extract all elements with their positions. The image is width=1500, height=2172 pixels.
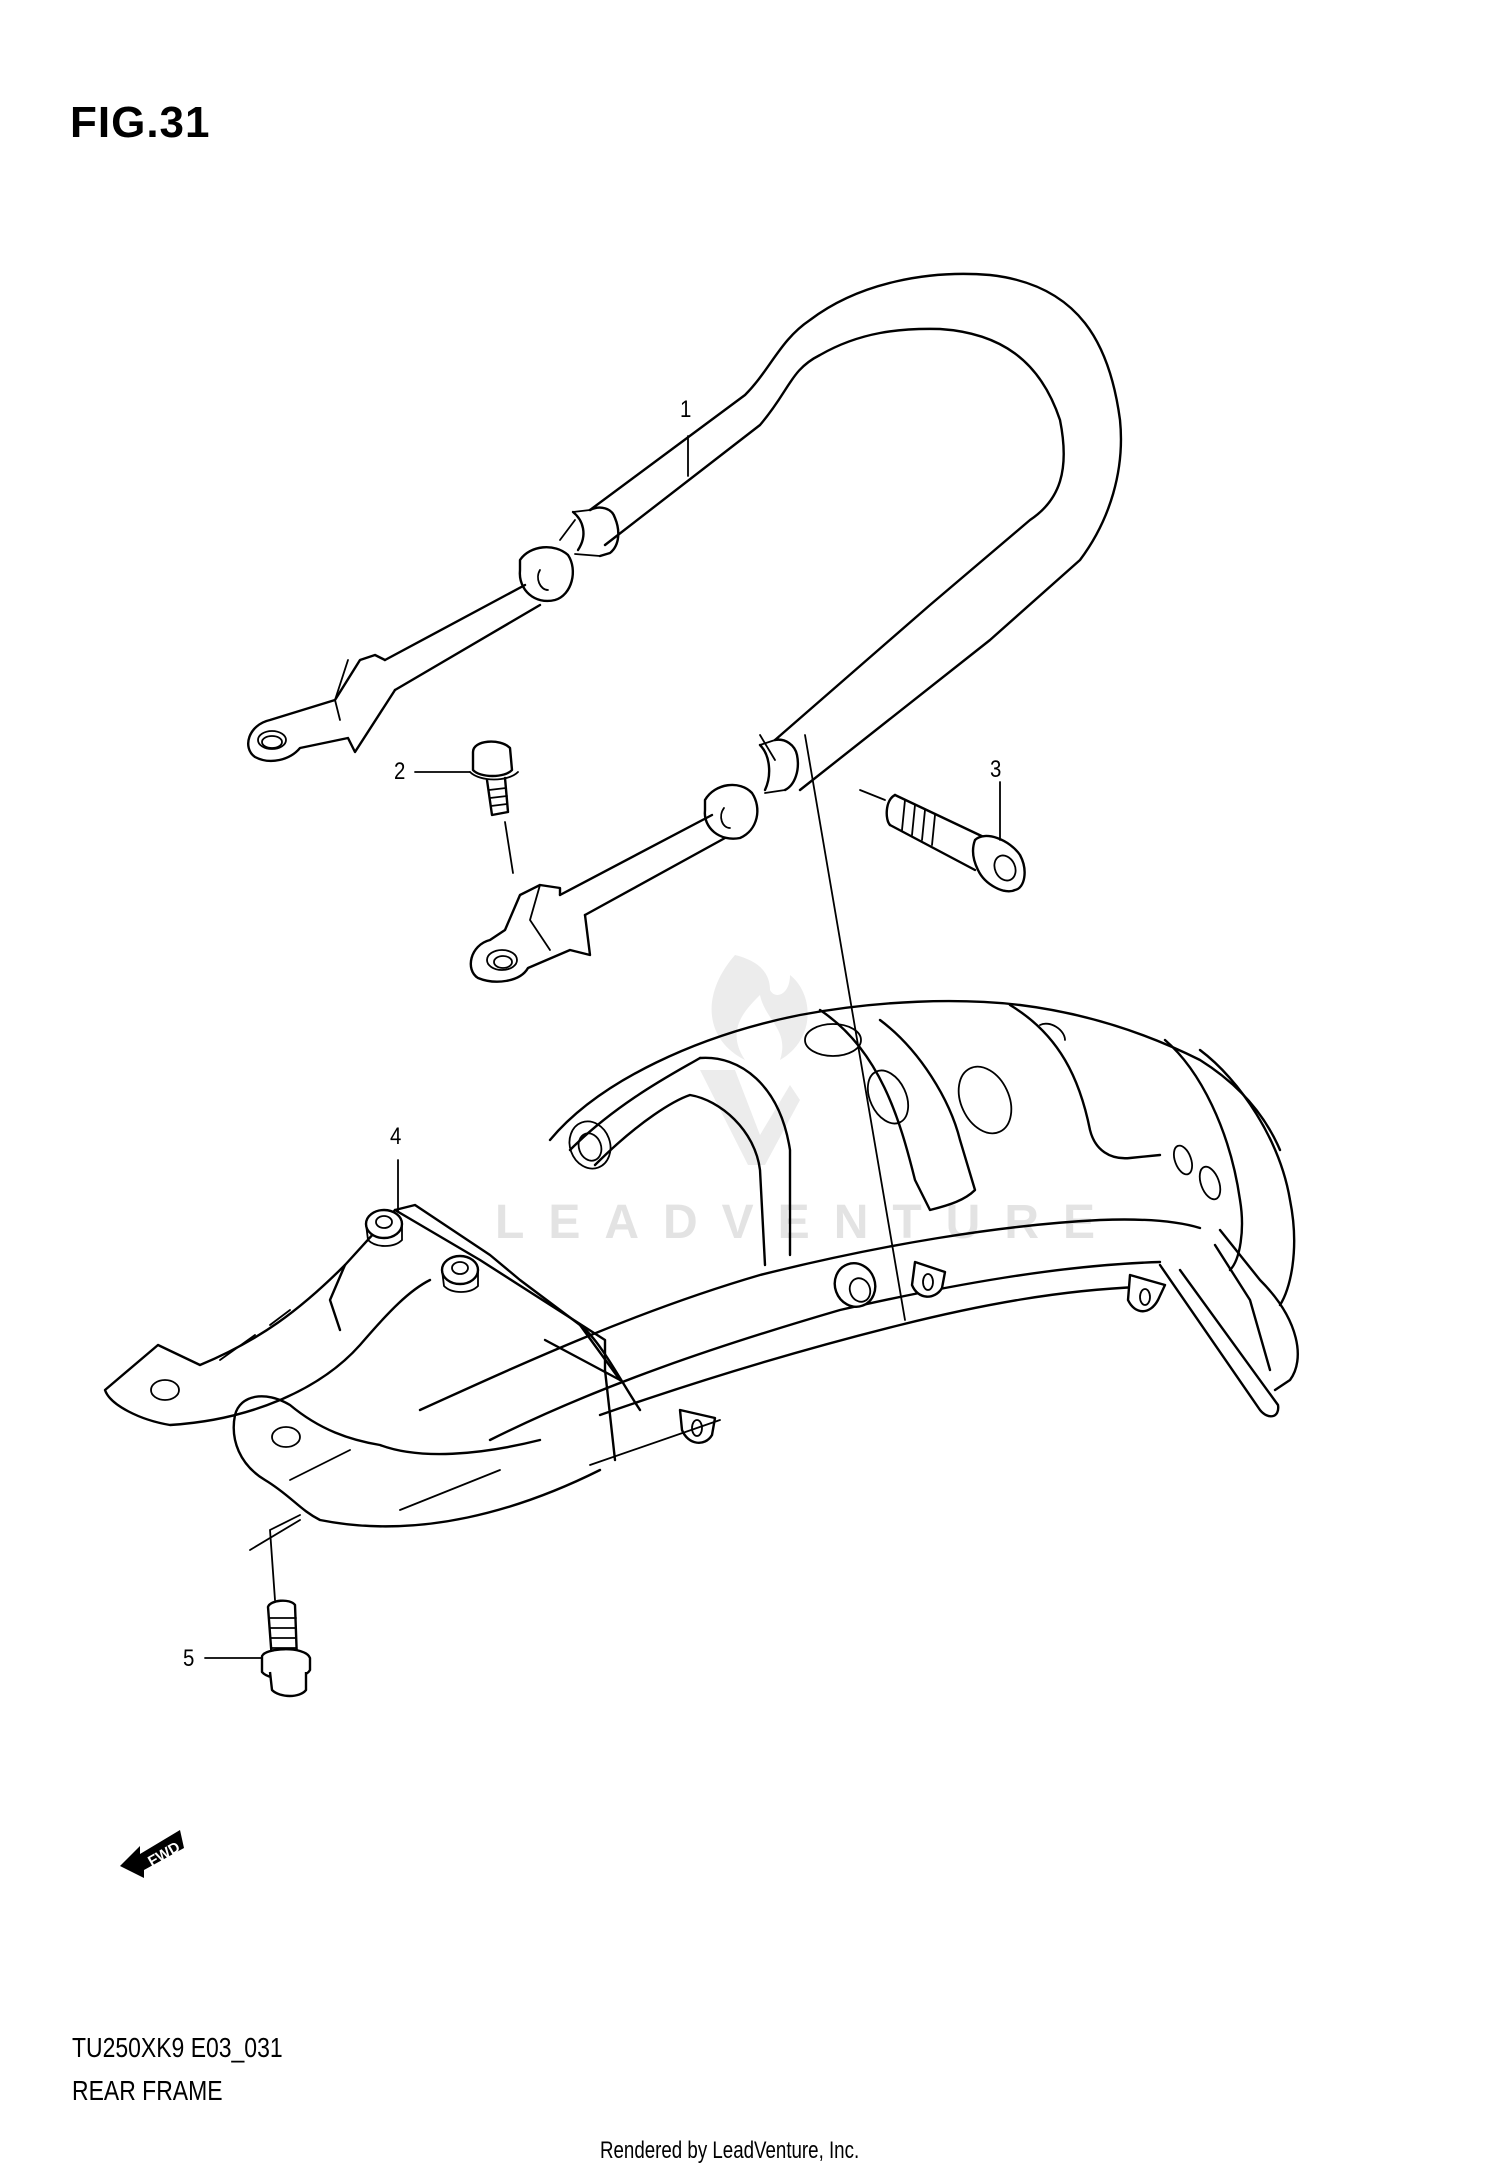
- model-code: TU250XK9 E03_031: [72, 2032, 283, 2063]
- figure-title: FIG.31: [70, 98, 211, 147]
- callout-1[interactable]: 1: [680, 396, 692, 423]
- forward-arrow-icon: FWD: [118, 1818, 198, 1878]
- assembly-line: [804, 734, 906, 1321]
- section-name: REAR FRAME: [72, 2075, 223, 2106]
- flange-bolt-part-5: [204, 1599, 312, 1698]
- callout-leaders: [397, 435, 689, 1213]
- callout-5[interactable]: 5: [183, 1645, 195, 1672]
- bolt-part-2: [414, 740, 519, 874]
- socket-bolt-part-3: [859, 781, 1026, 893]
- rear-frame-part-4: [103, 999, 1299, 1601]
- rendered-by-credit: Rendered by LeadVenture, Inc.: [600, 2137, 860, 2164]
- watermark-text: LEADVENTURE: [495, 1196, 1120, 1249]
- callout-4[interactable]: 4: [390, 1123, 402, 1150]
- pillion-handle: [247, 272, 1123, 983]
- callout-3[interactable]: 3: [990, 756, 1002, 783]
- callout-2[interactable]: 2: [394, 758, 406, 785]
